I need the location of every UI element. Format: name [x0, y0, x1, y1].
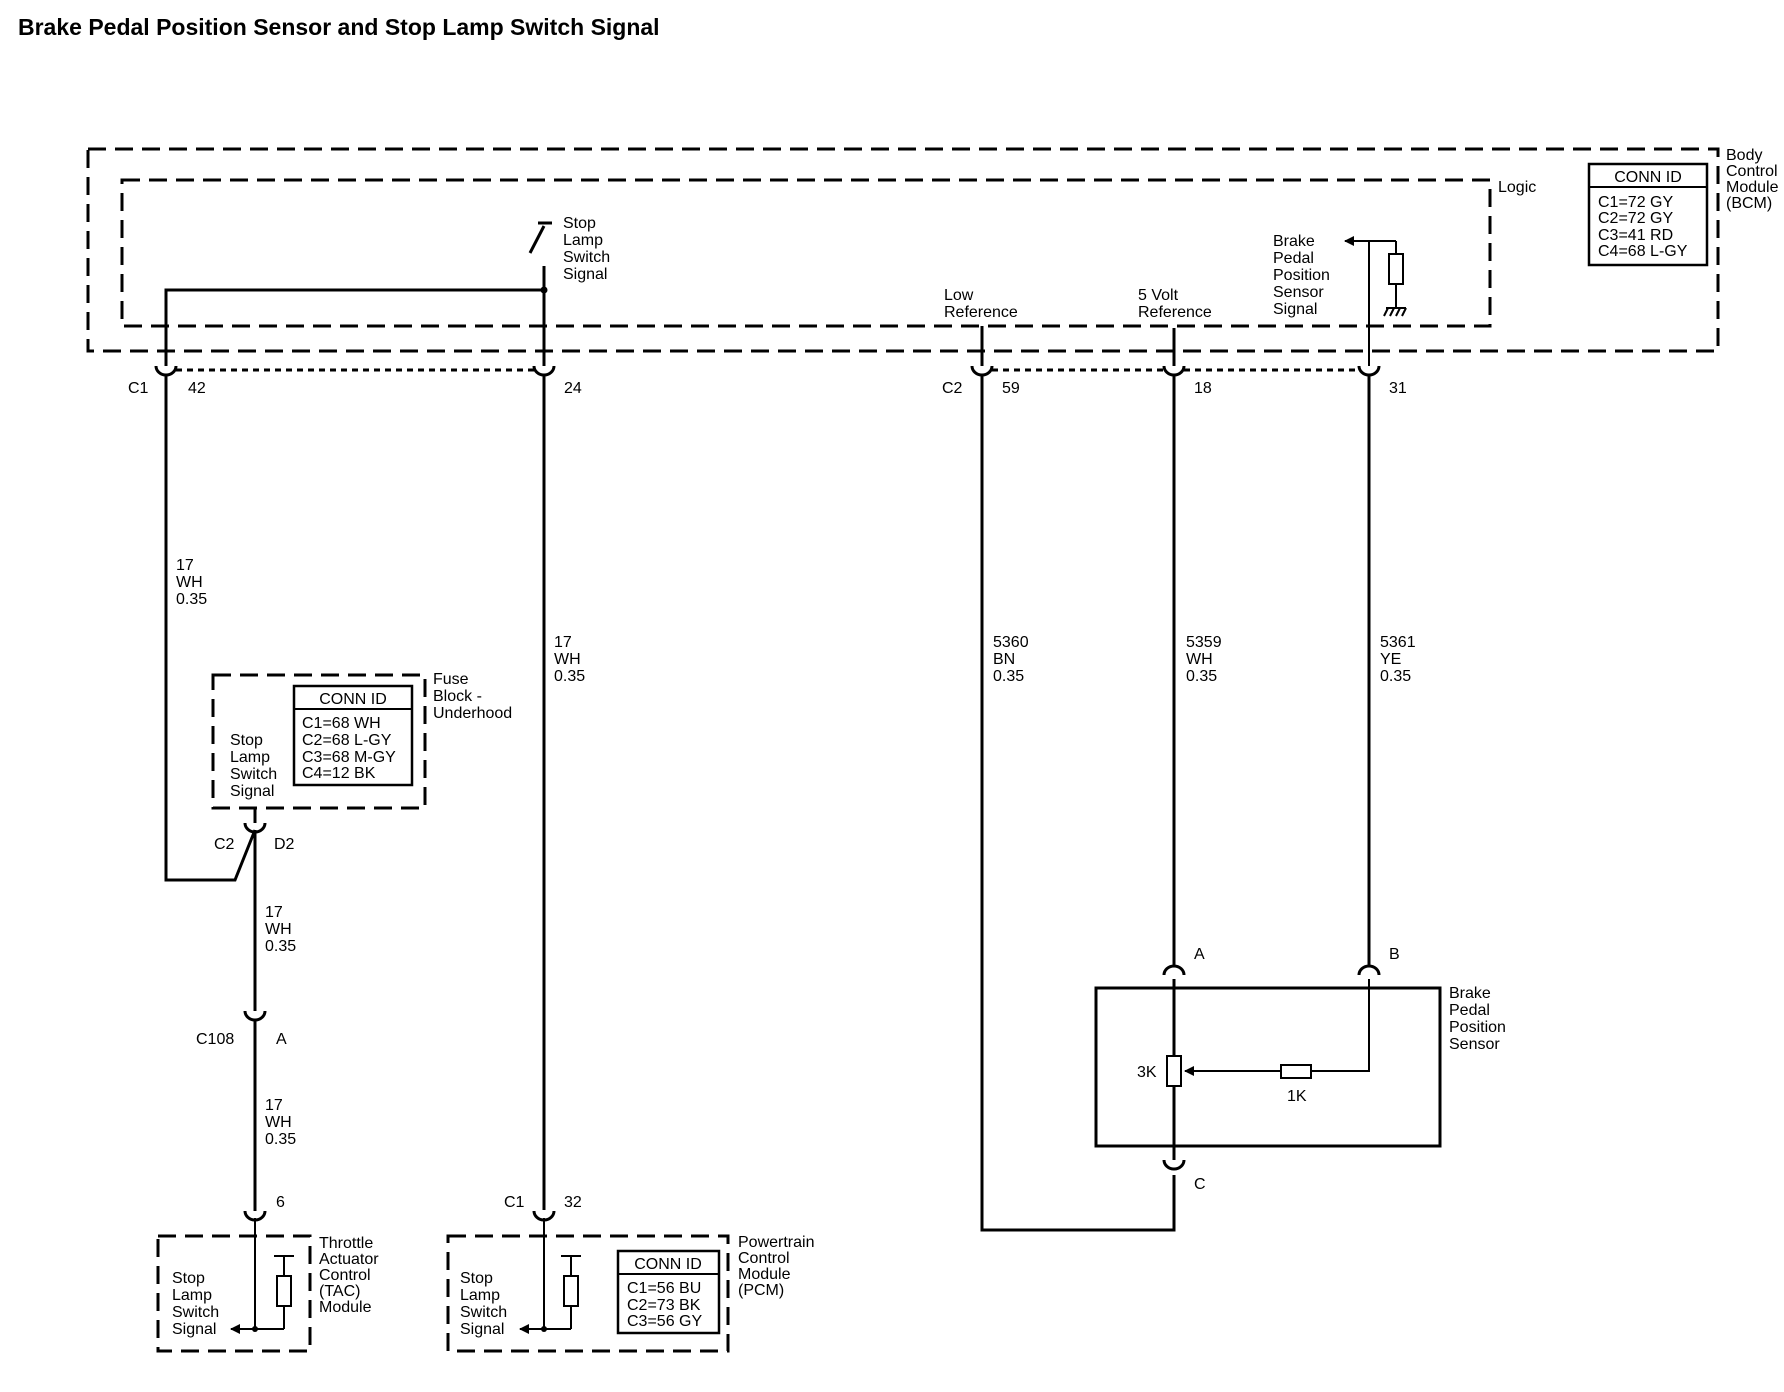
svg-text:CONN ID: CONN ID — [634, 1256, 702, 1273]
bcm-pin-24: 24 — [564, 380, 582, 397]
sensor-pin-a: A — [1194, 946, 1205, 963]
svg-text:C3=68 M-GY: C3=68 M-GY — [302, 749, 396, 766]
brake-pedal-position-sensor: A B Brake Pedal Position Sensor 3K 1K C — [1094, 946, 1510, 1193]
bcm-pin-c1: C1 — [128, 380, 149, 397]
circuit-wires — [164, 375, 1371, 1232]
fuse-block-underhood: Fuse Block - Underhood Stop Lamp Switch … — [211, 671, 512, 853]
pcm-module-name: Powertrain Control Module (PCM) — [738, 1234, 819, 1299]
svg-text:C108: C108 — [196, 1031, 234, 1048]
resistor-icon — [276, 1275, 292, 1307]
fuse-block-pin-d2: D2 — [274, 836, 295, 853]
sensor-resistor-1k: 1K — [1287, 1088, 1307, 1105]
svg-text:CONN ID: CONN ID — [1614, 169, 1682, 186]
svg-text:C3=41 RD: C3=41 RD — [1598, 227, 1673, 244]
fuse-block-conn-id-table: CONN ID C1=68 WH C2=68 L-GY C3=68 M-GY C… — [292, 684, 414, 787]
wire-label-5360: 5360 BN 0.35 — [993, 634, 1033, 685]
svg-text:C2=72 GY: C2=72 GY — [1598, 210, 1673, 227]
bcm-stop-lamp-label: Stop Lamp Switch Signal — [563, 215, 615, 283]
tac-signal-label: Stop Lamp Switch Signal — [172, 1270, 224, 1338]
bcm-pin-42: 42 — [188, 380, 206, 397]
bcm-connectors — [154, 365, 1381, 377]
svg-text:C2=68 L-GY: C2=68 L-GY — [302, 732, 392, 749]
resistor-icon — [1388, 253, 1404, 285]
svg-text:C4=12 BK: C4=12 BK — [302, 765, 376, 782]
bcm-pin-59: 59 — [1002, 380, 1020, 397]
svg-text:CONN ID: CONN ID — [319, 691, 387, 708]
svg-text:C2=73 BK: C2=73 BK — [627, 1297, 701, 1314]
fuse-block-pin-c2: C2 — [214, 836, 235, 853]
wire-label-17-wh-pcm: 17 WH 0.35 — [554, 634, 585, 685]
pcm-pin-32: 32 — [564, 1194, 582, 1211]
svg-text:C1=56 BU: C1=56 BU — [627, 1280, 701, 1297]
resistor-icon — [1280, 1064, 1312, 1079]
bcm-5v-reference-label: 5 Volt Reference — [1138, 287, 1212, 321]
bcm-module: Logic Body Control Module (BCM) CONN ID … — [86, 147, 1783, 397]
page-title: Brake Pedal Position Sensor and Stop Lam… — [18, 14, 660, 40]
wire-label-5359: 5359 WH 0.35 — [1186, 634, 1226, 685]
tac-module-name: Throttle Actuator Control (TAC) Module — [319, 1235, 383, 1316]
bcm-low-reference-label: Low Reference — [944, 287, 1018, 321]
sensor-resistor-3k: 3K — [1137, 1064, 1157, 1081]
pcm-signal-label: Stop Lamp Switch Signal — [460, 1270, 512, 1338]
svg-text:C1=72 GY: C1=72 GY — [1598, 194, 1673, 211]
tac-module: 6 Throttle Actuator Control (TAC) Module… — [156, 1194, 383, 1353]
pcm-conn-id-table: CONN ID C1=56 BU C2=73 BK C3=56 GY — [616, 1249, 721, 1335]
sensor-pin-b: B — [1389, 946, 1400, 963]
wire-label-5361: 5361 YE 0.35 — [1380, 634, 1420, 685]
svg-text:A: A — [276, 1031, 287, 1048]
stop-lamp-switch-icon — [528, 221, 552, 294]
svg-text:C4=68 L-GY: C4=68 L-GY — [1598, 243, 1688, 260]
svg-text:C3=56 GY: C3=56 GY — [627, 1313, 702, 1330]
bcm-pin-18: 18 — [1194, 380, 1212, 397]
resistor-icon — [563, 1275, 579, 1307]
pcm-module: C1 32 Powertrain Control Module (PCM) St… — [446, 1194, 819, 1353]
bcm-conn-id-table: CONN ID C1=72 GY C2=72 GY C3=41 RD C4=68… — [1587, 162, 1709, 267]
wire-label-17-wh-c108: 17 WH 0.35 — [265, 1097, 296, 1148]
wire-label-17-wh-d2: 17 WH 0.35 — [265, 904, 296, 955]
svg-text:C1=68 WH: C1=68 WH — [302, 715, 381, 732]
bcm-pin-31: 31 — [1389, 380, 1407, 397]
bcm-logic-label: Logic — [1498, 179, 1536, 196]
sensor-pin-c: C — [1194, 1176, 1206, 1193]
bcm-bpp-input-circuit — [1344, 236, 1407, 366]
bcm-name: Body Control Module (BCM) — [1726, 147, 1783, 212]
bcm-pin-c2: C2 — [942, 380, 963, 397]
sensor-name: Brake Pedal Position Sensor — [1449, 985, 1510, 1053]
fuse-block-name: Fuse Block - Underhood — [433, 671, 512, 722]
bcm-bpp-signal-label: Brake Pedal Position Sensor Signal — [1273, 233, 1334, 318]
potentiometer-icon — [1166, 1055, 1182, 1087]
connector-c108: C108 A — [196, 1010, 287, 1048]
tac-pin-6: 6 — [276, 1194, 285, 1211]
ground-icon — [1383, 307, 1407, 317]
pcm-pin-c1: C1 — [504, 1194, 525, 1211]
fuse-block-signal-label: Stop Lamp Switch Signal — [230, 732, 282, 800]
wire-label-17-wh-left: 17 WH 0.35 — [176, 557, 207, 608]
